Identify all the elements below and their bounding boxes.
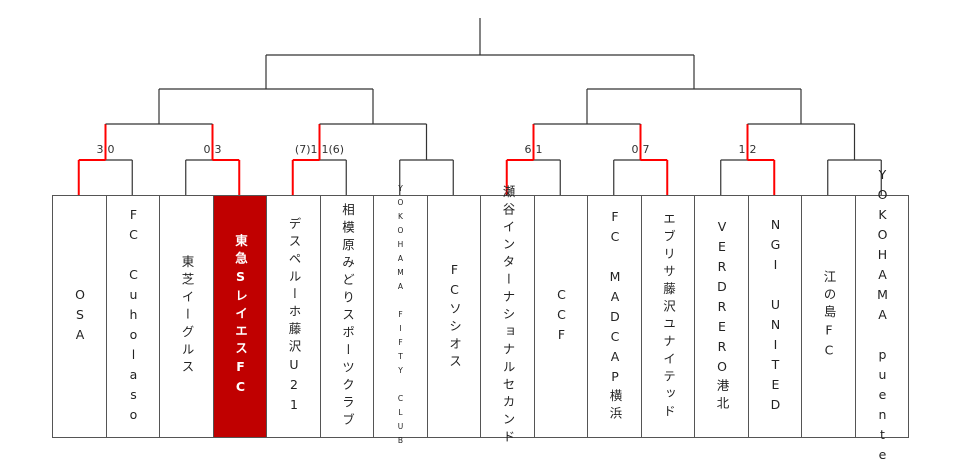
team-box[interactable]: FC MADCAP横浜: [587, 195, 642, 438]
score-right: 3: [214, 143, 222, 156]
team-name: CCF: [554, 286, 569, 347]
team-name: YOKOHAMA puente: [875, 166, 890, 467]
score-left: 0: [203, 143, 211, 156]
team-name: OSA: [72, 286, 88, 347]
team-box[interactable]: FC Cuholaso: [105, 195, 160, 438]
team-name: FC MADCAP横浜: [607, 209, 623, 424]
team-name: YOKOHAMA FIFTY CLUB: [396, 183, 405, 450]
score-right: 0: [107, 143, 115, 156]
team-name: 瀬谷インターナショナルセカンド: [500, 185, 516, 448]
team-box[interactable]: CCF: [533, 195, 588, 438]
team-name: エブリサ藤沢ユナイテッド: [661, 211, 676, 422]
team-name: NGI UNITED: [768, 216, 783, 417]
team-name: FC Cuholaso: [126, 206, 141, 427]
score-left: 6: [524, 143, 532, 156]
score-right: 1: [535, 143, 543, 156]
team-box[interactable]: 江の島FC: [801, 195, 856, 438]
score-left: (7)1: [294, 143, 318, 156]
team-box[interactable]: 東芝イーグルス: [159, 195, 214, 438]
team-box[interactable]: NGI UNITED: [747, 195, 802, 438]
score-right: 7: [642, 143, 650, 156]
team-name: VERDRERO港北: [714, 219, 730, 414]
team-name: デスペルーホ藤沢U21: [286, 216, 302, 417]
bracket-lines: [77, 18, 882, 195]
score-left: 1: [738, 143, 746, 156]
score-right: 2: [749, 143, 757, 156]
team-name: 江の島FC: [821, 270, 837, 363]
team-box[interactable]: 相模原みどりスポーツクラブ: [319, 195, 374, 438]
team-box[interactable]: エブリサ藤沢ユナイテッド: [640, 195, 695, 438]
team-box[interactable]: OSA: [52, 195, 107, 438]
team-name: 東急SレイエスFC: [233, 234, 248, 399]
team-box[interactable]: VERDRERO港北: [694, 195, 749, 438]
team-name: 相模原みどりスポーツクラブ: [340, 202, 355, 431]
team-box[interactable]: デスペルーホ藤沢U21: [266, 195, 321, 438]
score-right: 1(6): [321, 143, 345, 156]
team-box[interactable]: 東急SレイエスFC: [212, 195, 267, 438]
score-left: 0: [631, 143, 639, 156]
team-name: FCソシオス: [447, 261, 462, 372]
team-box[interactable]: YOKOHAMA FIFTY CLUB: [373, 184, 428, 450]
team-box[interactable]: YOKOHAMA puente: [854, 167, 909, 467]
team-box[interactable]: 瀬谷インターナショナルセカンド: [480, 185, 535, 448]
team-box[interactable]: FCソシオス: [426, 195, 481, 438]
team-name: 東芝イーグルス: [179, 255, 195, 378]
score-left: 3: [96, 143, 104, 156]
